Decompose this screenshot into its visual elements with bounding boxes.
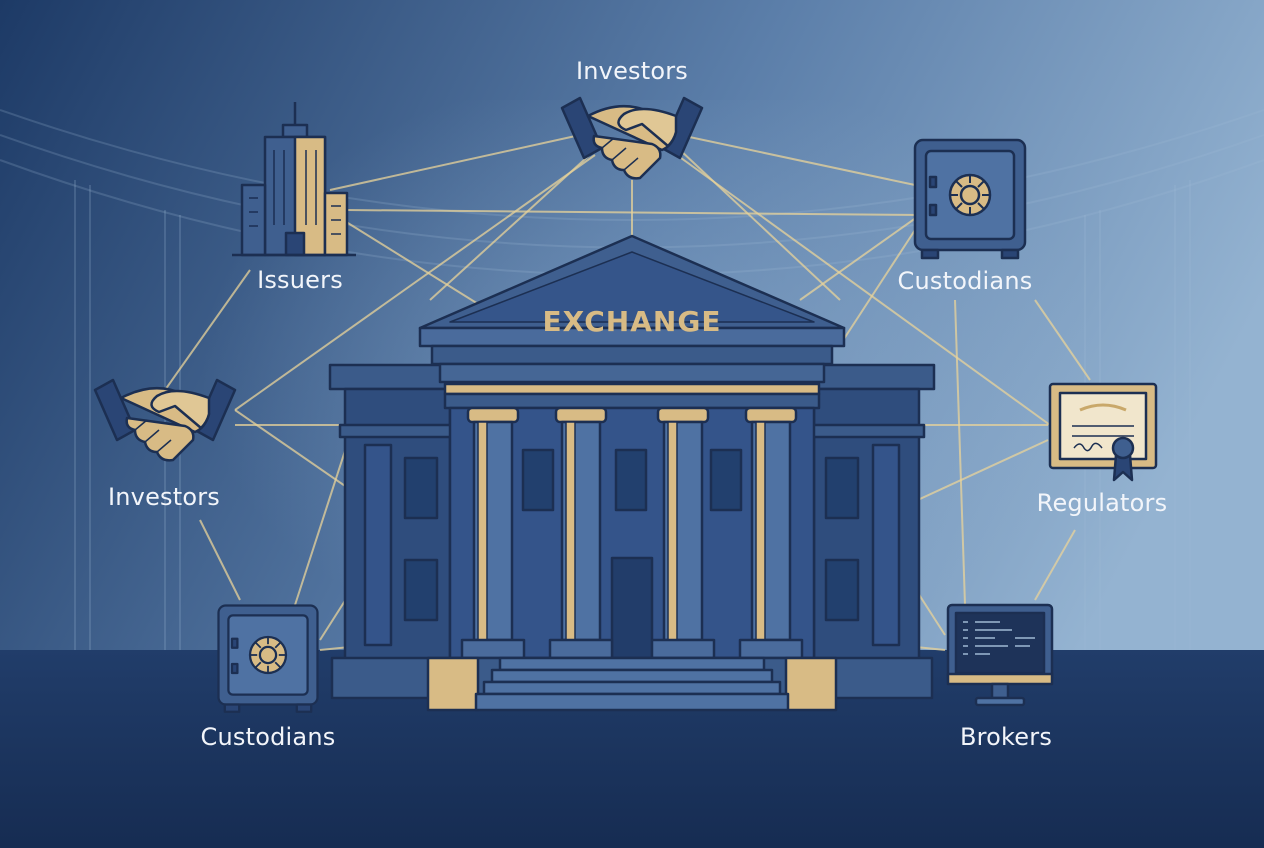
node-label-regulators: Regulators — [1036, 489, 1168, 517]
exchange-building — [328, 234, 936, 712]
node-label-custodians-bottom: Custodians — [200, 723, 336, 751]
gold-band — [443, 382, 821, 396]
left-wing — [328, 363, 452, 391]
handshake-icon — [93, 378, 237, 462]
skyscraper-icon — [232, 102, 356, 257]
computer-monitor-icon — [946, 603, 1054, 707]
node-label-investors-top: Investors — [575, 57, 689, 85]
certificate-icon — [1048, 382, 1158, 482]
columns — [460, 406, 804, 660]
building-sign: EXCHANGE — [543, 305, 722, 338]
safe-icon — [913, 138, 1027, 260]
main-door — [610, 556, 654, 660]
node-label-investors-left: Investors — [107, 483, 221, 511]
safe-icon — [217, 604, 319, 713]
stairs — [474, 656, 790, 712]
node-label-custodians-top: Custodians — [897, 267, 1033, 295]
right-wing — [812, 363, 936, 391]
left-plinth — [426, 656, 480, 712]
node-label-brokers: Brokers — [959, 723, 1053, 751]
right-plinth — [784, 656, 838, 712]
node-label-issuers: Issuers — [257, 266, 343, 294]
handshake-icon — [560, 96, 704, 180]
